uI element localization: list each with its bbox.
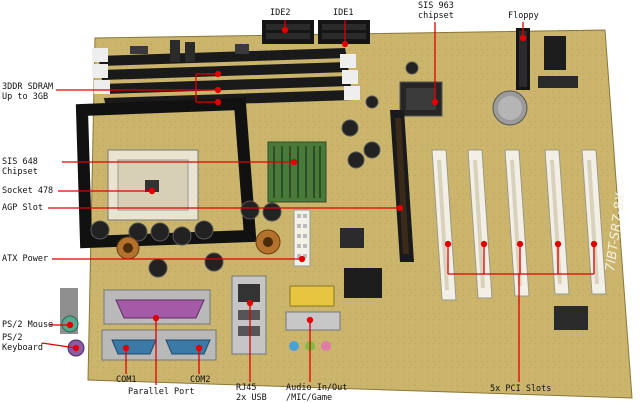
- bios-chip: [544, 36, 566, 70]
- label-ide2: IDE2: [270, 8, 291, 18]
- rear-io: [60, 275, 341, 361]
- sis648-heatsink: [267, 141, 327, 203]
- label-com1: COM1: [116, 375, 137, 385]
- top-components: [130, 40, 249, 62]
- label-com2: COM2: [190, 375, 211, 385]
- game-port: [289, 285, 335, 307]
- com1-port: [111, 339, 157, 355]
- floppy-connector: [516, 28, 530, 90]
- com2-port: [165, 339, 211, 355]
- audio-jack-line-in: [289, 341, 299, 351]
- label-atx-power: ATX Power: [2, 254, 49, 264]
- capacitors: [90, 61, 419, 278]
- label-agp-slot: AGP Slot: [2, 203, 43, 213]
- audio-chip: [554, 306, 588, 330]
- audio-jack-mic: [321, 341, 331, 351]
- label-audio: Audio In/Out/MIC/Game: [286, 383, 348, 403]
- label-parallel-port: Parallel Port: [128, 387, 195, 397]
- parallel-port: [115, 299, 205, 319]
- ide1-connector: [318, 20, 370, 44]
- label-ps2-mouse: PS/2 Mouse: [2, 320, 54, 330]
- label-ide1: IDE1: [333, 8, 354, 18]
- label-floppy: Floppy: [508, 11, 539, 21]
- label-socket-478: Socket 478: [2, 186, 54, 196]
- pointer-lines: [41, 20, 598, 385]
- io-chip: [344, 268, 382, 298]
- label-pci-slots: 5x PCI Slots: [490, 384, 552, 394]
- atx-power-connector: [293, 209, 311, 267]
- ide2-connector: [262, 20, 314, 44]
- inductors: [116, 229, 281, 260]
